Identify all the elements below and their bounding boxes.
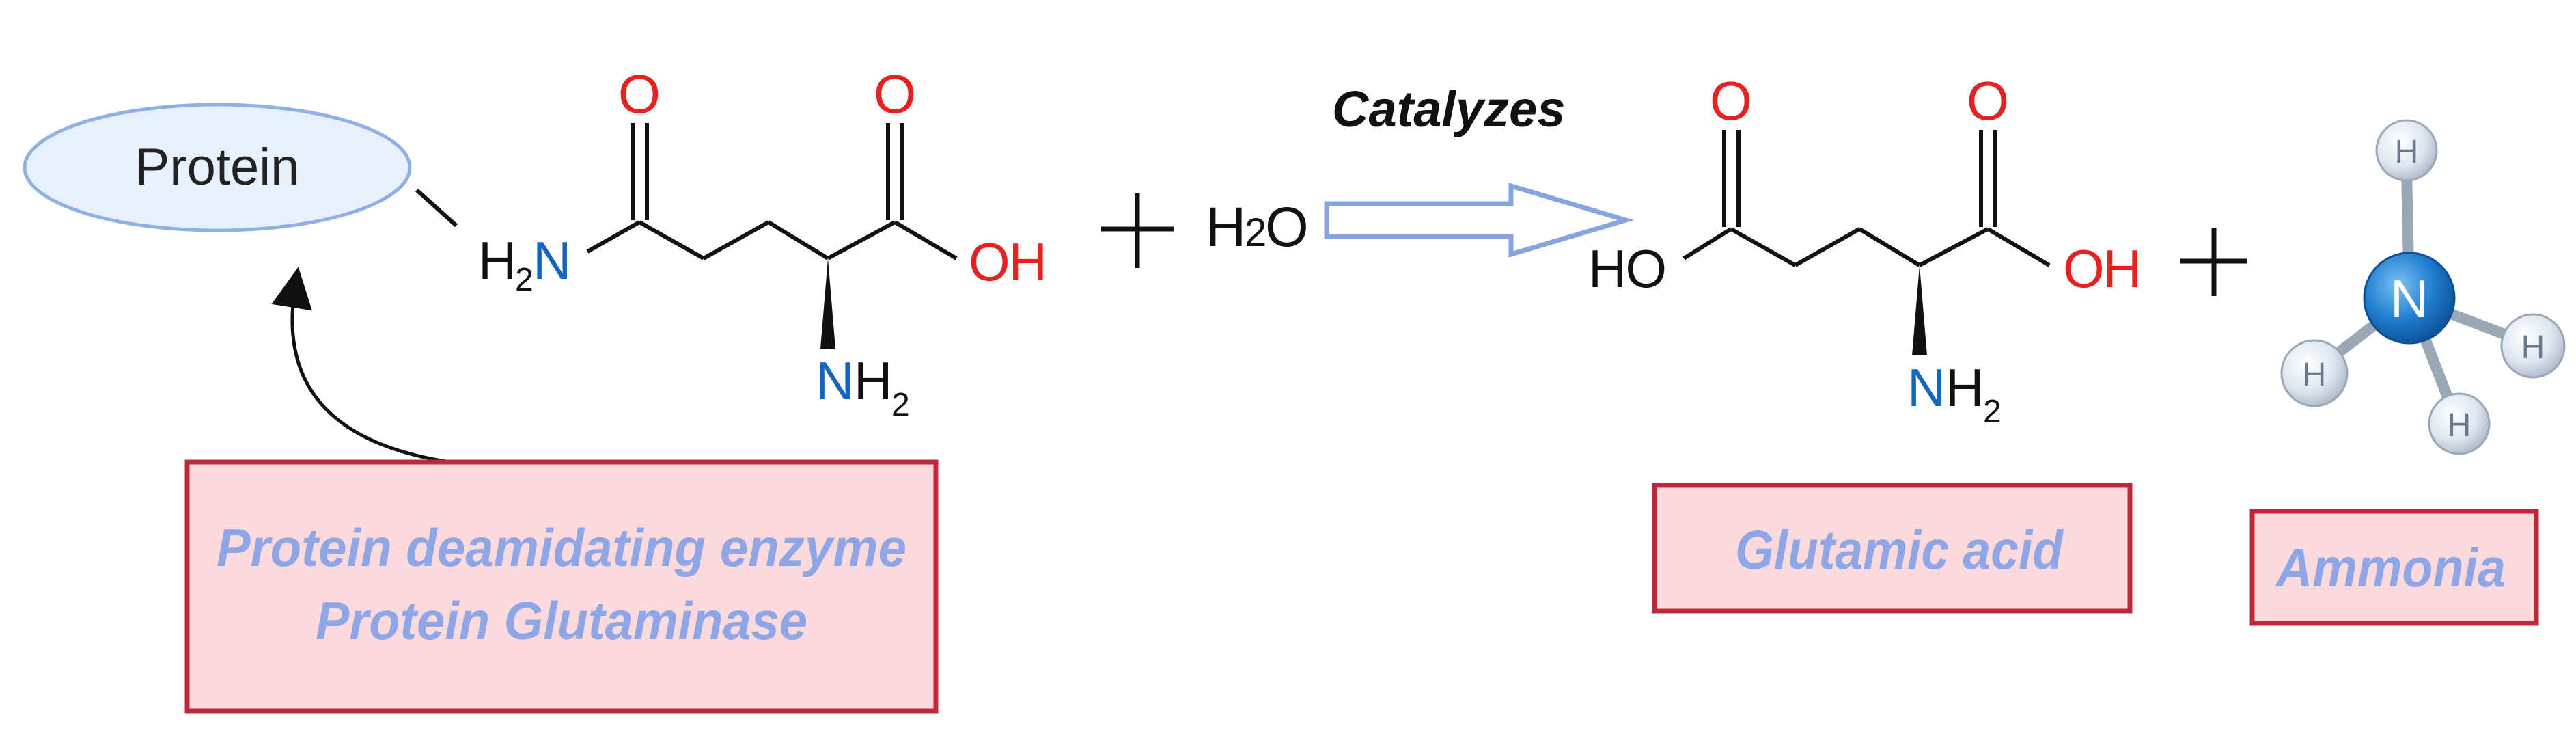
glutamic-ho: HO [1588, 239, 1665, 299]
water-subscript: 2 [1245, 211, 1266, 255]
glutamine-acid-oxygen: O [874, 64, 916, 124]
glutamine-amide-nh2: H 2 N [478, 230, 571, 298]
amino-h-subscript: 2 [891, 387, 910, 423]
ammonia-molecule-model: H H H H N [2280, 119, 2566, 455]
ammonia-label-box: Ammonia [2249, 509, 2539, 626]
hydrogen-atom-top: H [2375, 119, 2438, 182]
glutamic-acid-label: Glutamic acid [1735, 519, 2064, 580]
amino-n: N [816, 351, 854, 411]
glutamic-amino-n: N [1907, 357, 1945, 418]
protein-node: Protein [23, 103, 412, 232]
hydrogen-label-right: H [2521, 329, 2545, 366]
glutamic-right-oxygen: O [1967, 70, 2009, 131]
catalyzes-label: Catalyzes [1332, 81, 1565, 137]
glutamine-structure: O O H 2 N OH N H 2 [478, 64, 1047, 423]
water-formula: H 2 O [1206, 196, 1309, 258]
hydrogen-atom-bottom: H [2428, 392, 2491, 455]
nitrogen-atom: N [2363, 252, 2456, 345]
enzyme-label-box: Protein deamidating enzyme Protein Gluta… [184, 459, 939, 714]
hydrogen-label-bottom: H [2448, 407, 2471, 444]
glutamic-acid-structure: O O HO OH N H 2 [1588, 70, 2142, 430]
glutamine-amino: N H 2 [816, 351, 910, 423]
protein-link-bond [415, 188, 458, 228]
amide-h-subscript: 2 [515, 262, 534, 298]
amino-h: H [854, 351, 892, 411]
water-h: H [1206, 196, 1246, 258]
plus-sign-2 [2180, 228, 2247, 296]
enzyme-label-line2: Protein Glutaminase [316, 591, 807, 651]
glutamine-hydroxyl: OH [969, 232, 1047, 292]
glutamic-oh: OH [2063, 239, 2140, 299]
ammonia-label: Ammonia [2275, 537, 2506, 598]
plus-sign-1 [1101, 193, 1174, 268]
hydrogen-label-top: H [2395, 134, 2419, 170]
enzyme-label-line1: Protein deamidating enzyme [217, 517, 906, 578]
amide-n: N [533, 230, 571, 291]
hydrogen-atom-left: H [2280, 339, 2349, 407]
glutamic-amino-subscript: 2 [1983, 394, 2002, 430]
glutamine-amide-oxygen: O [618, 64, 661, 124]
reaction-arrow [1324, 183, 1635, 258]
glutamine-oh: OH [969, 232, 1046, 292]
glutamic-amino: N H 2 [1907, 357, 2002, 430]
glutamic-left-oxygen: O [1710, 70, 1752, 131]
amide-h: H [478, 230, 516, 291]
hydrogen-label-left: H [2303, 357, 2327, 393]
glutamic-amino-h: H [1945, 357, 1984, 418]
glutamic-acid-label-box: Glutamic acid [1652, 483, 2133, 614]
enzyme-to-protein-arrow [271, 267, 561, 470]
nitrogen-label: N [2390, 269, 2428, 329]
protein-label: Protein [135, 138, 300, 196]
water-o: O [1265, 196, 1309, 258]
hydrogen-atom-right: H [2500, 313, 2566, 379]
